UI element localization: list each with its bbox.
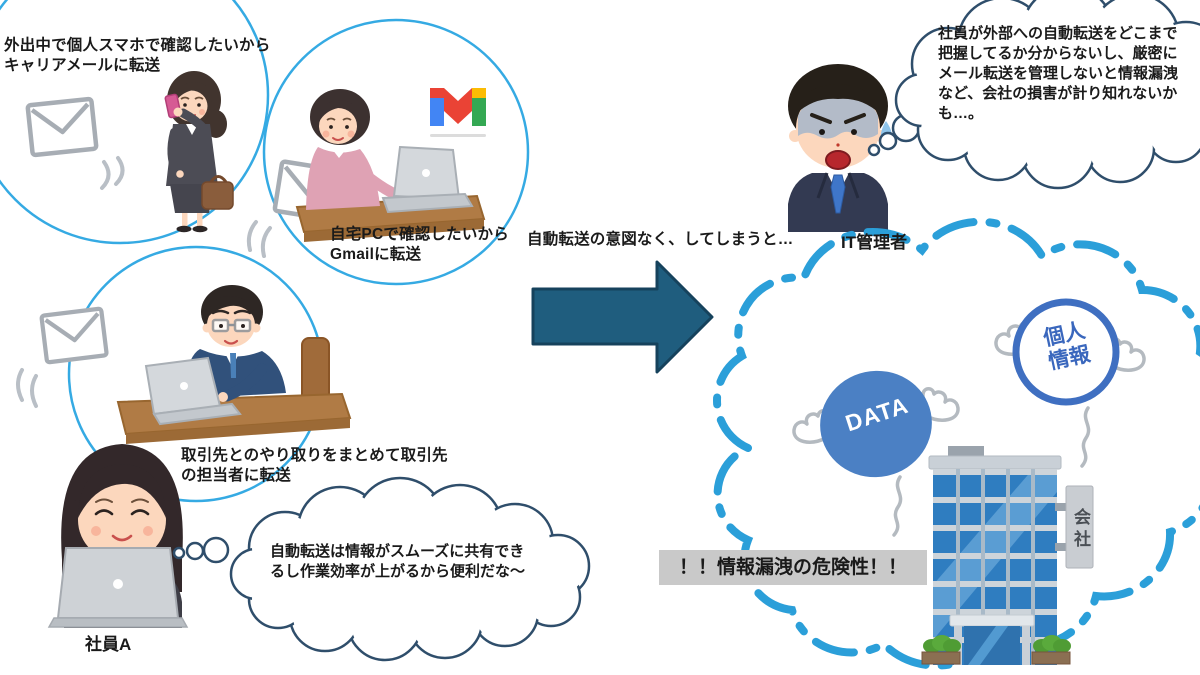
employee-with-phone-illustration (164, 71, 234, 233)
it-manager-thought-bubble (867, 0, 1200, 190)
transition-caption: 自動転送の意図なく、してしまうと… (527, 231, 794, 248)
employee-thought-bubble (172, 476, 591, 662)
client-scenario-caption: 取引先とのやり取りをまとめて取引先 の担当者に転送 (181, 447, 448, 484)
flying-envelopes (16, 99, 346, 408)
leak-warning-banner: ！！情報漏洩の危険性！！ (659, 550, 927, 585)
balloon-string (1080, 406, 1091, 468)
gmail-scenario-caption: 自宅PCで確認したいから Gmailに転送 (330, 226, 509, 263)
motion-lines (100, 156, 125, 190)
leak-cloud-outline (713, 217, 1200, 670)
envelope-icon (41, 309, 106, 363)
it-manager-illustration (788, 64, 892, 232)
motion-lines (246, 220, 272, 258)
company-building-illustration (921, 446, 1094, 665)
employee-thought-text: 自動転送は情報がスムーズに共有でき るし作業効率が上がるから便利だな〜 (270, 543, 526, 580)
company-sign-label: 会社 (1071, 508, 1090, 552)
employee-a-label: 社員A (85, 635, 132, 654)
data-balloon (792, 370, 960, 537)
it-manager-thought-text: 社員が外部への自動転送をどこまで 把握してるか分からないし、厳密に メール転送を… (938, 25, 1179, 122)
circle-gmail-scenario (262, 18, 530, 286)
envelope-icon (28, 99, 97, 155)
circle-phone-scenario (0, 0, 270, 245)
employee-at-home-pc-illustration (295, 89, 486, 242)
motion-lines (16, 368, 38, 408)
employee-a-illustration (47, 444, 189, 628)
personal-info-balloon (994, 298, 1146, 468)
it-manager-label: IT管理者 (841, 233, 908, 252)
employee-at-office-pc-illustration (116, 285, 352, 444)
gmail-logo-icon (430, 88, 486, 137)
bushes (921, 635, 1071, 665)
phone-scenario-caption: 外出中で個人スマホで確認したいから キャリアメールに転送 (4, 37, 271, 74)
transition-arrow (531, 260, 714, 374)
balloon-string (892, 475, 903, 537)
